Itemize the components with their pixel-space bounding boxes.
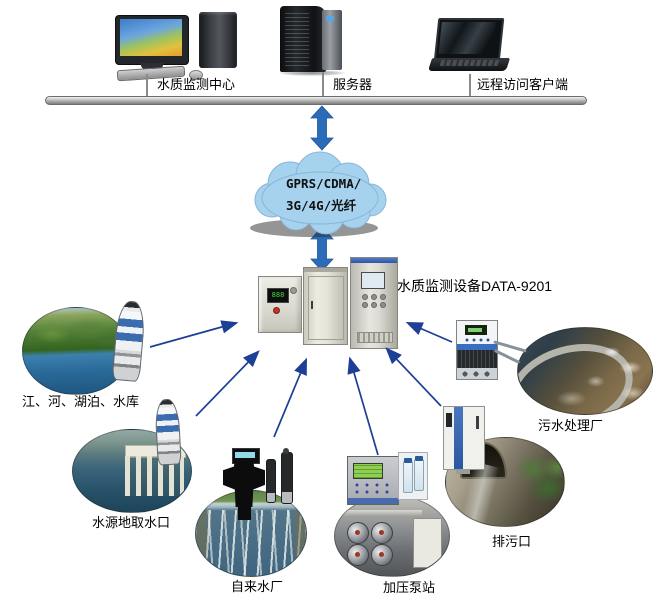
pc-screen: [120, 19, 182, 56]
equipment-cabinet-icon: [303, 267, 348, 345]
cabinet-button: [380, 294, 386, 300]
pc-stand: [141, 63, 163, 69]
electrode-probe-icon: [281, 448, 293, 504]
pump-icon: [371, 544, 393, 566]
reagent-bottle: [403, 458, 413, 493]
aeration-foam: [518, 328, 652, 414]
analyzer-window: [446, 413, 452, 427]
instrument-lcd: [353, 463, 383, 479]
sensor-lcd: [235, 452, 255, 458]
label-monitor-center: 水质监测中心: [157, 77, 236, 92]
server-side-panel: [322, 10, 342, 70]
settling-channels: [196, 509, 306, 576]
cabinet-blue-top-band: [351, 258, 397, 263]
wall-analyzer-icon: [443, 406, 485, 474]
analyzer-lcd: [465, 325, 487, 335]
site-label-sewage-plant: 污水处理厂: [538, 418, 604, 433]
cabinet-button: [371, 302, 377, 308]
site-photo-sewage-plant: [517, 327, 653, 415]
pump-icon: [371, 522, 393, 544]
analyzer-terminal-block: [457, 350, 497, 368]
monitoring-instrument-icon: [347, 456, 399, 505]
pc-tower: [199, 12, 237, 68]
control-box-knob: [290, 287, 297, 294]
site-label-sewage-outlet: 排污口: [492, 534, 532, 549]
pc-monitor: [115, 15, 189, 65]
cabinet-vent: [357, 332, 393, 343]
control-box-icon: 888: [258, 276, 302, 333]
analyzer-connectors: [457, 368, 497, 379]
instrument-keypad: [353, 482, 393, 496]
arrow-water-intake: [195, 350, 260, 417]
analyzer-mount: [456, 469, 470, 474]
connector-line-monitor-center: [146, 74, 148, 97]
monitoring-cabinet-icon: [350, 257, 398, 349]
cabinet-button: [362, 302, 368, 308]
black-sensor-icon: [221, 448, 267, 520]
arrow-sewage-plant: [405, 321, 453, 343]
cabinet-button: [362, 294, 368, 300]
cabinet-top-strip: [304, 268, 347, 272]
equipment-label: 水质监测设备DATA-9201: [397, 278, 553, 294]
cabinet-door: [308, 276, 344, 340]
instrument-blue-strip: [348, 498, 398, 504]
label-remote-client: 远程访问客户端: [477, 77, 569, 92]
server-mesh: [285, 11, 309, 66]
pump-pipe: [341, 510, 422, 517]
server-led: [326, 16, 334, 21]
connector-line-remote-client: [469, 74, 471, 97]
photo-trees: [23, 308, 129, 394]
site-label-pump-station: 加压泵站: [383, 580, 436, 595]
connector-line-server: [322, 72, 324, 97]
reagent-bottle: [414, 456, 424, 491]
electrode-probe-icon: [266, 459, 276, 503]
pump-icon: [347, 522, 369, 544]
site-photo-tap-water-plant: [195, 490, 307, 577]
sensor-stem: [238, 505, 251, 520]
server-icon: [278, 4, 348, 78]
network-cloud-icon: GPRS/CDMA/ 3G/4G/光纤: [250, 151, 387, 237]
site-photo-pump-station: [334, 495, 450, 577]
server-chassis: [280, 6, 326, 72]
site-label-rivers-lakes: 江、河、湖泊、水库: [22, 394, 140, 409]
analyzer-blue-band: [457, 344, 497, 350]
desktop-computer-icon: [113, 6, 248, 82]
cabinet-display-window: [361, 272, 385, 289]
controller-analyzer-icon: [456, 320, 498, 380]
site-photo-rivers-lakes: [22, 307, 130, 395]
server-base-shadow: [278, 70, 346, 76]
analyzer-buttons: [464, 338, 490, 342]
reagent-bottles-icon: [398, 452, 428, 500]
uplink-double-arrow-icon: [310, 105, 334, 151]
network-bus-line: [45, 96, 587, 105]
analyzer-lcd-text: [468, 328, 482, 332]
site-label-water-intake: 水源地取水口: [92, 515, 171, 530]
site-label-tap-water-plant: 自来水厂: [231, 579, 284, 594]
pump-icon: [347, 544, 369, 566]
analyzer-slot: [476, 416, 479, 429]
label-server: 服务器: [333, 77, 373, 92]
cabinet-button: [380, 302, 386, 308]
control-box-red-button: [273, 307, 280, 314]
pump-control-cabinet: [412, 518, 442, 569]
arrow-rivers-lakes: [149, 320, 239, 348]
foliage: [514, 448, 564, 516]
cloud-label-line2: 3G/4G/光纤: [286, 198, 357, 213]
arrow-sewage-outlet: [385, 347, 442, 407]
cloud-label-line1: GPRS/CDMA/: [286, 176, 361, 191]
arrow-tap-water-plant: [273, 357, 307, 438]
control-box-display: 888: [267, 288, 289, 303]
cabinet-handle: [311, 301, 313, 309]
arrow-pump-station: [347, 356, 379, 456]
sensor-body: [223, 461, 265, 507]
analyzer-blue-stripe: [454, 407, 463, 469]
pc-mouse: [189, 70, 203, 80]
cabinet-button: [371, 294, 377, 300]
